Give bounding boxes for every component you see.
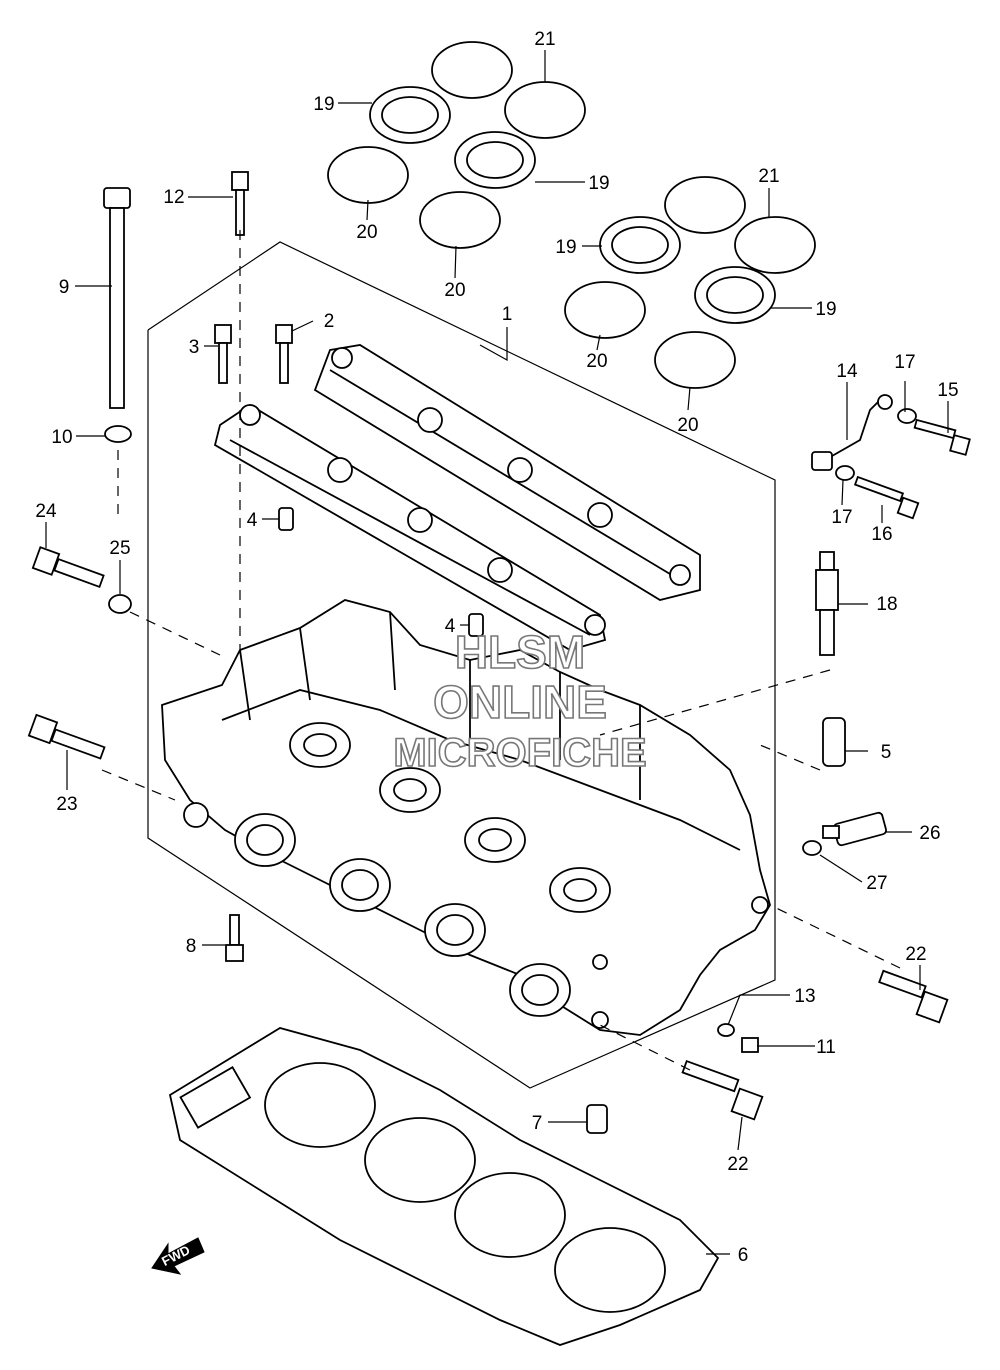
callout-20d: 20 xyxy=(677,415,698,436)
pipe-14 xyxy=(811,394,893,471)
fwd-arrow-icon: FWD xyxy=(151,1237,205,1275)
intake-boots-group-1 xyxy=(327,41,586,249)
callout-22b: 22 xyxy=(727,1154,748,1175)
callout-3: 3 xyxy=(189,337,200,358)
callout-10: 10 xyxy=(51,427,72,448)
callout-19c: 19 xyxy=(555,237,576,258)
dowel-7 xyxy=(586,1104,608,1134)
callout-20b: 20 xyxy=(444,280,465,301)
callout-15: 15 xyxy=(937,380,958,401)
dowel-4a xyxy=(278,507,294,531)
callout-19d: 19 xyxy=(815,299,836,320)
callout-25: 25 xyxy=(109,538,130,559)
callout-22a: 22 xyxy=(905,944,926,965)
callout-19b: 19 xyxy=(588,173,609,194)
head-gasket xyxy=(168,1027,720,1346)
callout-21a: 21 xyxy=(534,29,555,50)
callout-7: 7 xyxy=(532,1113,543,1134)
callout-6: 6 xyxy=(738,1245,749,1266)
washer-27 xyxy=(802,840,822,856)
callout-17b: 17 xyxy=(831,507,852,528)
callout-4b: 4 xyxy=(445,616,456,637)
washer-17b xyxy=(835,465,855,481)
long-bolt-9 xyxy=(103,187,131,409)
bolt-15 xyxy=(913,418,971,456)
callout-23: 23 xyxy=(56,794,77,815)
bolt-16 xyxy=(853,475,920,520)
callout-24: 24 xyxy=(35,501,57,522)
callout-17a: 17 xyxy=(894,352,915,373)
camshaft-housing xyxy=(213,344,701,651)
callout-1: 1 xyxy=(502,304,513,325)
callout-20c: 20 xyxy=(586,351,607,372)
washer-25 xyxy=(108,594,132,614)
callout-21b: 21 xyxy=(758,166,779,187)
callout-27: 27 xyxy=(866,873,887,894)
washer-17a xyxy=(897,408,917,424)
callout-19a: 19 xyxy=(313,94,334,115)
bolt-23 xyxy=(27,713,106,760)
assembly-outline xyxy=(147,241,776,1089)
bolt-3 xyxy=(214,324,232,384)
watermark-line3: MICROFICHE xyxy=(393,731,646,775)
callout-9: 9 xyxy=(59,277,70,298)
callout-20a: 20 xyxy=(356,222,377,243)
callout-18: 18 xyxy=(876,594,897,615)
watermark: HLSM ONLINE MICROFICHE xyxy=(393,625,648,776)
callout-8: 8 xyxy=(186,936,197,957)
bolt-24 xyxy=(31,546,105,589)
callout-11: 11 xyxy=(816,1037,836,1058)
watermark-line1: HLSM xyxy=(455,626,585,678)
sensor-5 xyxy=(822,717,846,767)
watermark-line2: ONLINE xyxy=(433,676,607,728)
bolt-11 xyxy=(741,1037,759,1053)
cylinder-head xyxy=(161,599,771,1036)
callout-16: 16 xyxy=(871,524,892,545)
callout-13: 13 xyxy=(794,986,815,1007)
bolt-12 xyxy=(231,171,249,236)
washer-13 xyxy=(717,1023,735,1037)
intake-boots-group-2 xyxy=(564,176,816,389)
bolt-2 xyxy=(275,324,293,384)
bolt-22a xyxy=(878,969,949,1024)
callout-5: 5 xyxy=(881,742,892,763)
callout-12: 12 xyxy=(163,187,184,208)
callout-14: 14 xyxy=(836,361,858,382)
callout-labels: 1 2 3 4 4 5 6 7 8 9 10 11 12 13 14 15 16… xyxy=(35,29,958,1266)
sensor-26 xyxy=(822,811,887,847)
callout-2: 2 xyxy=(324,311,335,332)
callout-4a: 4 xyxy=(247,510,258,531)
bolt-8 xyxy=(225,914,244,962)
callout-26: 26 xyxy=(919,823,940,844)
spark-plug-18 xyxy=(815,551,839,656)
washer-10 xyxy=(104,425,132,443)
leader-lines xyxy=(45,50,949,1255)
bolt-22b xyxy=(681,1059,764,1121)
